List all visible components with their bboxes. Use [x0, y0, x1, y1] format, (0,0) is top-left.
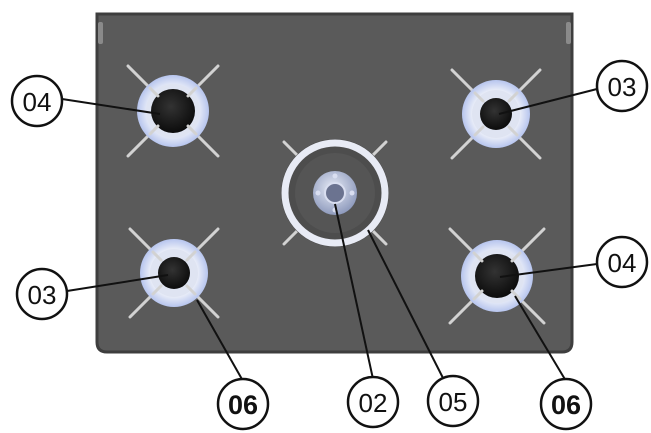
- callout-label: 04: [23, 87, 52, 117]
- burner-center: [281, 139, 389, 247]
- leader-bottom-4: [514, 295, 567, 382]
- burner-cap: [475, 254, 519, 298]
- callout-bottom-1: 06: [216, 377, 270, 431]
- callout-leaders: [61, 88, 598, 382]
- burner-bottom-left: [128, 227, 220, 319]
- burner-cap: [324, 182, 346, 204]
- callout-bottom-4: 06: [539, 377, 593, 431]
- callout-label: 05: [439, 387, 468, 417]
- callout-bottom-2: 02: [346, 375, 400, 429]
- callout-top-right: 03: [595, 59, 649, 113]
- burner-cap: [151, 89, 195, 133]
- callout-label: 06: [228, 390, 258, 420]
- burner-top-right: [450, 68, 542, 160]
- burner-cap: [480, 98, 512, 130]
- callout-mid-right: 04: [595, 235, 649, 289]
- leader-top-left: [61, 98, 161, 115]
- hinge-right: [566, 22, 571, 44]
- callout-label: 06: [551, 390, 581, 420]
- callout-label: 02: [359, 388, 388, 418]
- callout-top-left: 04: [10, 74, 64, 128]
- callout-label: 03: [28, 280, 57, 310]
- burner-bottom-right: [448, 227, 546, 325]
- leader-bottom-3: [367, 229, 444, 379]
- burner-cap: [158, 257, 190, 289]
- callout-label: 03: [608, 72, 637, 102]
- leader-bottom-1: [196, 299, 244, 382]
- burner-top-left: [126, 64, 220, 158]
- callout-bottom-3: 05: [426, 374, 480, 428]
- leader-bottom-2: [334, 203, 374, 380]
- leader-top-right: [498, 88, 598, 115]
- leader-mid-left: [66, 274, 169, 292]
- hinge-left: [98, 22, 103, 44]
- callout-mid-left: 03: [15, 267, 69, 321]
- callout-label: 04: [608, 248, 637, 278]
- leader-mid-right: [499, 263, 598, 278]
